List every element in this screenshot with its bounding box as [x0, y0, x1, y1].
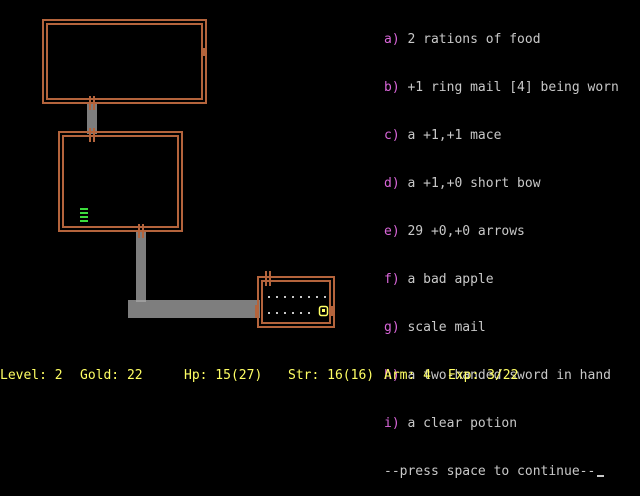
inventory-item: f) a bad apple [384, 272, 619, 288]
item-key: d) [384, 176, 400, 191]
inventory-item: c) a +1,+1 mace [384, 128, 619, 144]
item-text: a bad apple [407, 272, 494, 287]
item-text: a +1,+0 short bow [407, 176, 541, 191]
item-key: e) [384, 224, 400, 239]
inventory-item: d) a +1,+0 short bow [384, 176, 619, 192]
inventory-item: i) a clear potion [384, 416, 619, 432]
status-gold: Gold: 22 [80, 368, 143, 383]
item-text: a +1,+1 mace [407, 128, 502, 143]
stairs-icon [80, 208, 88, 222]
corridor-top [87, 104, 97, 134]
status-arm: Arm: 4 [384, 368, 431, 383]
cursor-icon [597, 475, 605, 477]
room-bottom-right [255, 271, 335, 328]
item-key: a) [384, 32, 400, 47]
continue-prompt-text: --press space to continue-- [384, 464, 596, 479]
item-text: 29 +0,+0 arrows [407, 224, 525, 239]
item-text: scale mail [407, 320, 486, 335]
item-text: a clear potion [407, 416, 518, 431]
item-key: g) [384, 320, 400, 335]
item-key: c) [384, 128, 400, 143]
item-key: h) [384, 368, 400, 383]
corridors [87, 104, 260, 318]
inventory-item: h) a two-handed sword in hand [384, 368, 619, 384]
inventory-list: a) 2 rations of food b) +1 ring mail [4]… [384, 0, 619, 496]
room-floor [268, 296, 326, 314]
item-key: b) [384, 80, 400, 95]
status-hp: Hp: 15(27) [184, 368, 263, 383]
player-icon [318, 305, 329, 317]
corridor-vertical [136, 232, 146, 302]
item-text: 2 rations of food [407, 32, 541, 47]
inventory-item: b) +1 ring mail [4] being worn [384, 80, 619, 96]
inventory-item: a) 2 rations of food [384, 32, 619, 48]
status-bar: Level: 2 Gold: 22 Hp: 15(27) Str: 16(16)… [0, 368, 640, 384]
dungeon-map [42, 19, 335, 328]
inventory-item: e) 29 +0,+0 arrows [384, 224, 619, 240]
status-exp: Exp: 3/22 [448, 368, 519, 383]
corridor-horizontal [128, 300, 260, 318]
item-text: a two-handed sword in hand [407, 368, 611, 383]
status-str: Str: 16(16) [288, 368, 375, 383]
item-text: +1 ring mail [4] being worn [407, 80, 619, 95]
room-middle-left [58, 96, 183, 238]
status-level: Level: 2 [0, 368, 63, 383]
item-key: f) [384, 272, 400, 287]
inventory-item: g) scale mail [384, 320, 619, 336]
room-top-left [42, 19, 207, 104]
item-key: i) [384, 416, 400, 431]
continue-prompt[interactable]: --press space to continue-- [384, 464, 619, 480]
